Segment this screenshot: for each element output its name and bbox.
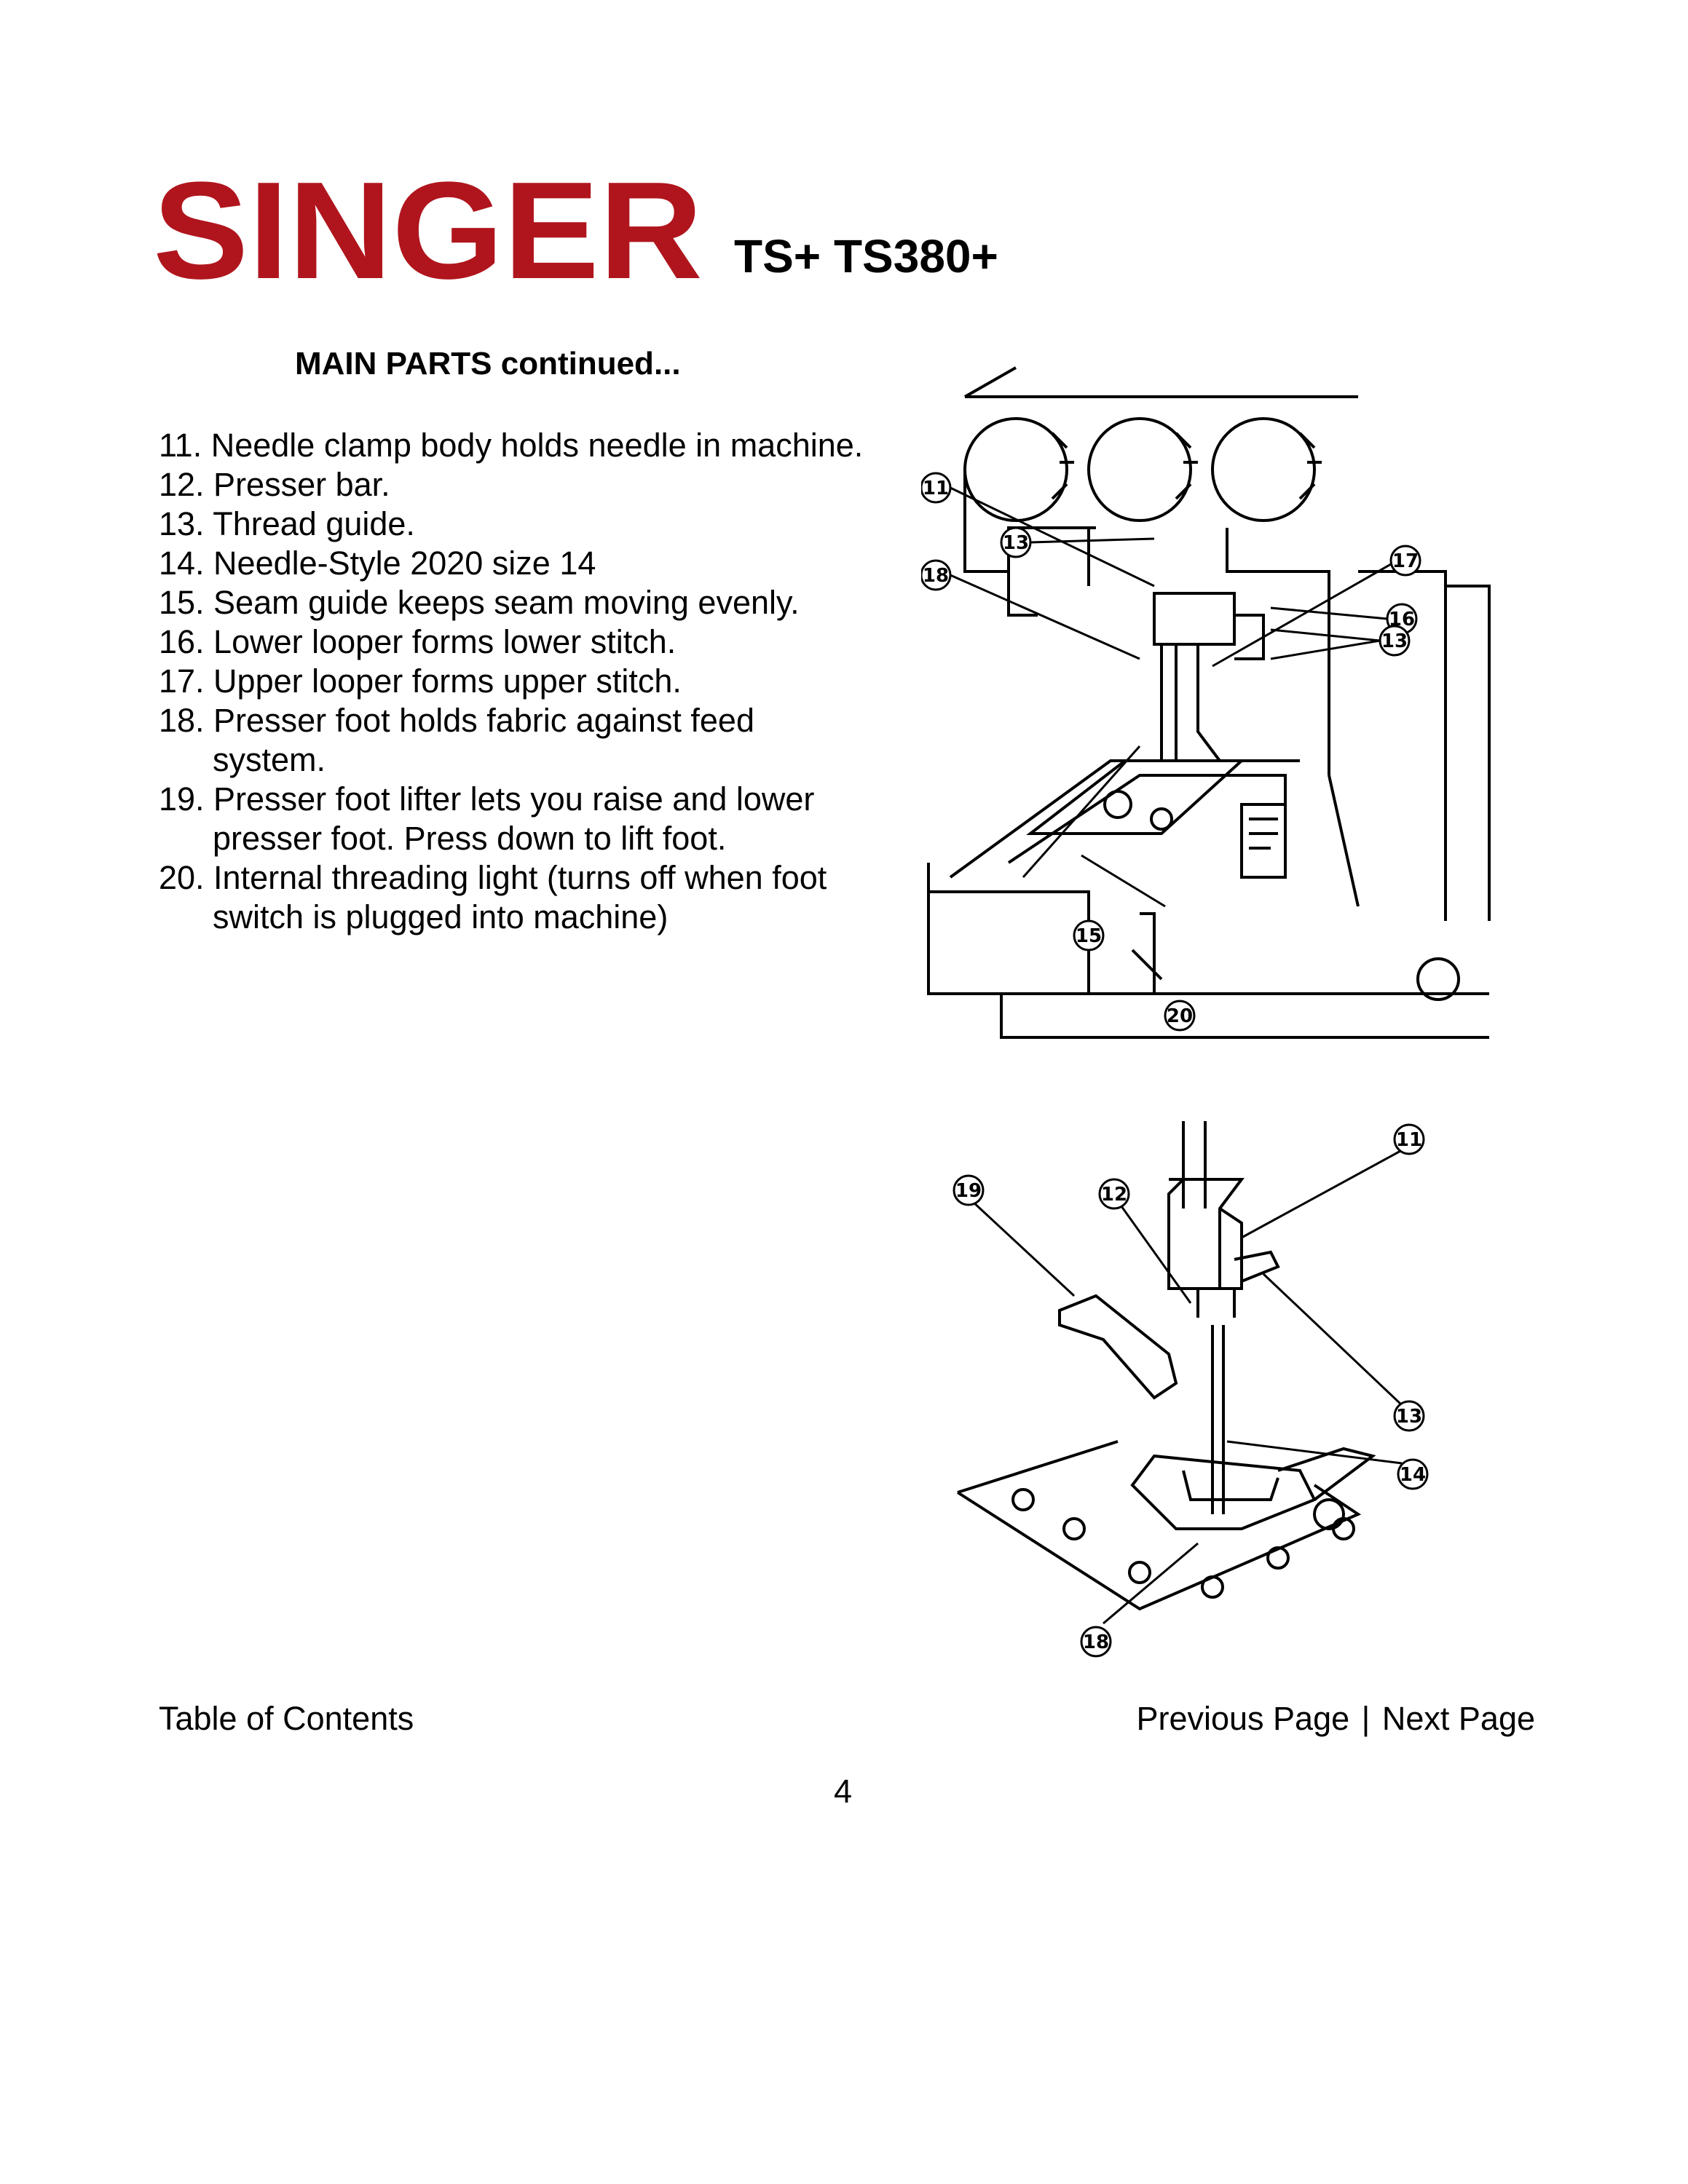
list-item: 16. Lower looper forms lower stitch. (159, 623, 677, 660)
callout-label: 14 (1400, 1464, 1426, 1486)
list-item: 18. Presser foot holds fabric against fe… (159, 702, 754, 778)
parts-list: 11. Needle clamp body holds needle in ma… (159, 426, 872, 937)
section-title: MAIN PARTS continued... (295, 346, 681, 381)
list-item: 19. Presser foot lifter lets you raise a… (159, 780, 815, 857)
machine-overview-illustration: 11 13 18 17 16 13 (921, 353, 1504, 1052)
list-item: 12. Presser bar. (159, 466, 390, 503)
callout-label: 15 (1076, 925, 1102, 947)
table-of-contents-link[interactable]: Table of Contents (159, 1700, 414, 1737)
bottom-callouts: 11 19 12 13 14 18 (953, 1123, 1429, 1658)
presser-foot-drawing: 11 19 12 13 14 18 (953, 1121, 1429, 1658)
callout-label: 18 (923, 565, 949, 587)
nav-separator: | (1361, 1700, 1370, 1737)
list-item: 20. Internal threading light (turns off … (159, 859, 827, 935)
callout-label: 17 (1392, 550, 1419, 572)
page-number: 4 (834, 1773, 853, 1810)
brand-wordmark: SINGER (153, 169, 703, 289)
next-page-link[interactable]: Next Page (1381, 1700, 1535, 1737)
callout-label: 13 (1381, 630, 1408, 652)
singer-logo-graphic: SINGER (153, 154, 703, 308)
singer-logo: SINGER (153, 154, 703, 308)
top-callouts: 11 13 18 17 16 13 (921, 472, 1421, 1032)
callout-label: 18 (1083, 1631, 1109, 1653)
presser-foot-illustration: 11 19 12 13 14 18 (936, 1107, 1460, 1674)
model-title: TS+ TS380+ (734, 230, 998, 282)
callout-label: 20 (1167, 1005, 1193, 1027)
list-item: 14. Needle-Style 2020 size 14 (159, 545, 596, 582)
machine-overview-drawing: 11 13 18 17 16 13 (921, 366, 1491, 1039)
callout-label: 11 (1396, 1129, 1422, 1151)
list-item: 13. Thread guide. (159, 505, 415, 542)
list-item: 11. Needle clamp body holds needle in ma… (159, 427, 864, 464)
callout-label: 12 (1101, 1184, 1127, 1206)
previous-page-link[interactable]: Previous Page (1136, 1700, 1350, 1737)
callout-label: 19 (955, 1180, 982, 1202)
callout-label: 13 (1396, 1406, 1422, 1428)
list-item: 15. Seam guide keeps seam moving evenly. (159, 584, 800, 621)
callout-label: 13 (1003, 532, 1029, 554)
list-item: 17. Upper looper forms upper stitch. (159, 662, 682, 700)
callout-label: 11 (923, 478, 949, 499)
page-navigation: Previous Page | Next Page (1136, 1702, 1535, 1735)
